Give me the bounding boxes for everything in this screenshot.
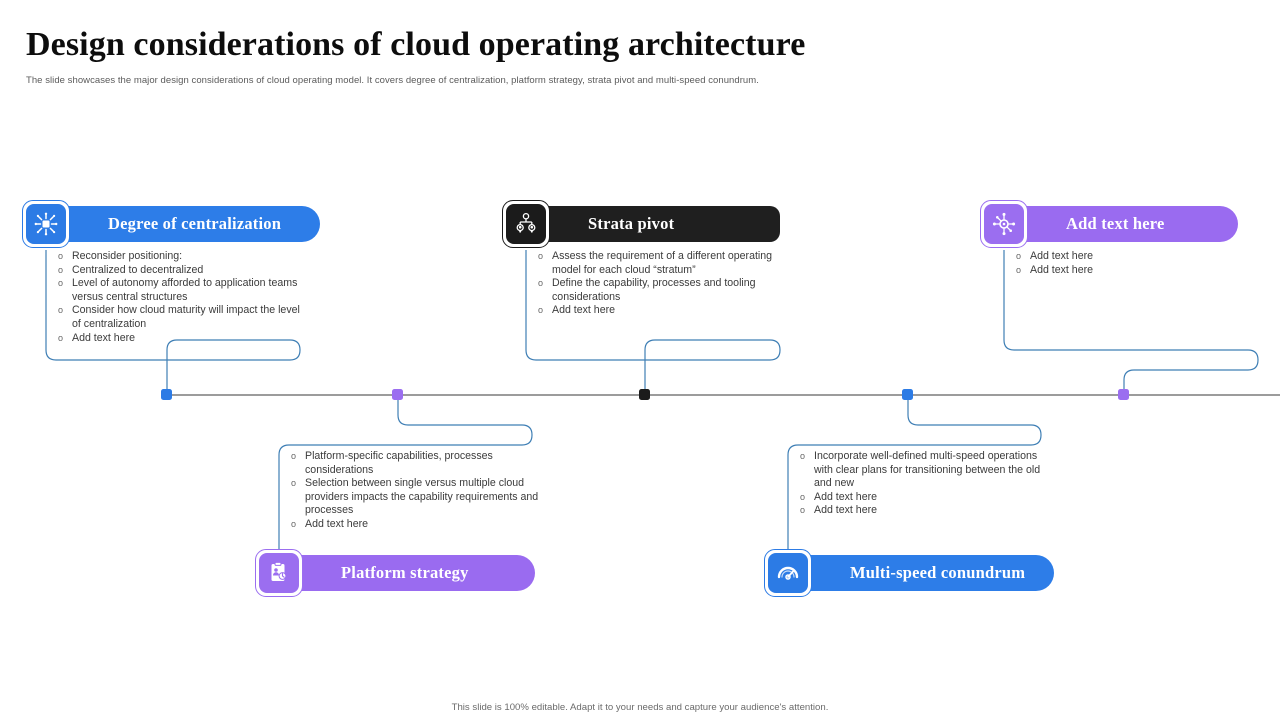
bullet-marker: o <box>58 332 64 343</box>
list-item: o Add text here <box>58 332 308 346</box>
list-item-text: Add text here <box>1030 263 1094 276</box>
list-item: o Add text here <box>291 518 541 532</box>
card-header: Strata pivot <box>502 200 782 248</box>
card-bullet-list: o Platform-specific capabilities, process… <box>291 450 541 532</box>
list-item: o Selection between single versus multipl… <box>291 477 541 518</box>
list-item-text: Selection between single versus multiple… <box>305 477 539 517</box>
list-item: o Add text here <box>800 504 1050 518</box>
bullet-marker: o <box>1016 264 1022 275</box>
bullet-marker: o <box>291 478 297 489</box>
list-item-text: Add text here <box>814 490 878 503</box>
bullet-marker: o <box>538 251 544 261</box>
icon-container <box>502 200 550 248</box>
bullet-marker: o <box>58 264 64 275</box>
bullet-marker: o <box>291 451 297 461</box>
card-title: Strata pivot <box>588 214 675 233</box>
card-header: Degree of centralization <box>22 200 320 248</box>
list-item-text: Centralized to decentralized <box>72 263 204 276</box>
list-item-text: Add text here <box>552 304 616 317</box>
list-item-text: Add text here <box>814 504 878 517</box>
icon-container <box>255 549 303 597</box>
card-title: Multi-speed conundrum <box>850 563 1026 582</box>
distribution-network-icon <box>26 204 66 244</box>
card-title: Platform strategy <box>341 563 469 582</box>
bullet-marker: o <box>58 278 64 289</box>
list-item-text: Add text here <box>305 517 369 530</box>
list-item-text: Reconsider positioning: <box>72 250 183 262</box>
card-title: Degree of centralization <box>108 214 282 233</box>
card-title-bar[interactable]: Degree of centralization <box>46 206 320 242</box>
bullet-marker: o <box>291 518 297 529</box>
list-item: o Add text here <box>1016 264 1266 278</box>
list-item: o Centralized to decentralized <box>58 264 308 278</box>
bullet-marker: o <box>538 278 544 289</box>
clipboard-strategy-icon <box>259 553 299 593</box>
list-item: o Incorporate well-defined multi-speed op… <box>800 450 1050 491</box>
bullet-marker: o <box>1016 251 1022 261</box>
list-item-text: Level of autonomy afforded to applicatio… <box>72 277 298 303</box>
bullet-marker: o <box>800 505 806 516</box>
corner-stripes-decoration <box>1176 0 1280 78</box>
list-item-text: Incorporate well-defined multi-speed ope… <box>814 450 1041 490</box>
node-add-text-here[interactable] <box>1118 389 1129 400</box>
card-bullet-list: o Incorporate well-defined multi-speed op… <box>800 450 1050 518</box>
card-title-bar[interactable]: Platform strategy <box>279 555 535 591</box>
list-item: o Add text here <box>800 491 1050 505</box>
list-item-text: Add text here <box>1030 250 1094 262</box>
card-title: Add text here <box>1066 214 1165 233</box>
list-item: o Reconsider positioning: <box>58 250 308 264</box>
card-strata-pivot[interactable]: Strata pivot <box>502 200 782 316</box>
list-item-text: Add text here <box>72 331 136 344</box>
hub-network-icon <box>984 204 1024 244</box>
speedometer-icon <box>768 553 808 593</box>
card-header: Multi-speed conundrum <box>764 549 1054 597</box>
list-item-text: Platform-specific capabilities, processe… <box>305 450 493 476</box>
list-item-text: Define the capability, processes and too… <box>552 277 756 303</box>
node-platform-strategy[interactable] <box>392 389 403 400</box>
list-item: o Define the capability, processes and to… <box>538 277 788 304</box>
list-item: o Platform-specific capabilities, process… <box>291 450 541 477</box>
icon-container <box>980 200 1028 248</box>
node-strata-pivot[interactable] <box>639 389 650 400</box>
card-title-bar[interactable]: Add text here <box>1004 206 1238 242</box>
page-subtitle: The slide showcases the major design con… <box>26 75 759 86</box>
list-item: o Add text here <box>538 304 788 318</box>
bullet-marker: o <box>538 305 544 316</box>
card-bullet-list: o Assess the requirement of a different o… <box>538 250 788 318</box>
bullet-marker: o <box>800 451 806 461</box>
footer-note: This slide is 100% editable. Adapt it to… <box>451 702 829 713</box>
card-title-bar[interactable]: Multi-speed conundrum <box>788 555 1054 591</box>
card-degree-of-centralization[interactable]: Degree of centralization <box>22 200 320 344</box>
bullet-marker: o <box>58 305 64 316</box>
list-item: o Level of autonomy afforded to applicati… <box>58 277 308 304</box>
bullet-marker: o <box>800 491 806 502</box>
card-title-bar[interactable]: Strata pivot <box>526 206 780 242</box>
node-multi-speed-conundrum[interactable] <box>902 389 913 400</box>
list-item-text: Assess the requirement of a different op… <box>552 250 773 276</box>
list-item: o Consider how cloud maturity will impact… <box>58 304 308 331</box>
page-title: Design considerations of cloud operating… <box>26 26 806 63</box>
node-degree-of-centralization[interactable] <box>161 389 172 400</box>
card-header: Add text here <box>980 200 1260 248</box>
card-header: Platform strategy <box>255 549 545 597</box>
icon-container <box>22 200 70 248</box>
list-item: o Assess the requirement of a different o… <box>538 250 788 277</box>
bullet-marker: o <box>58 251 64 261</box>
card-add-text-here[interactable]: Add text here <box>980 200 1260 276</box>
list-item: o Add text here <box>1016 250 1266 264</box>
hierarchy-gear-icon <box>506 204 546 244</box>
list-item-text: Consider how cloud maturity will impact … <box>72 304 300 330</box>
icon-container <box>764 549 812 597</box>
